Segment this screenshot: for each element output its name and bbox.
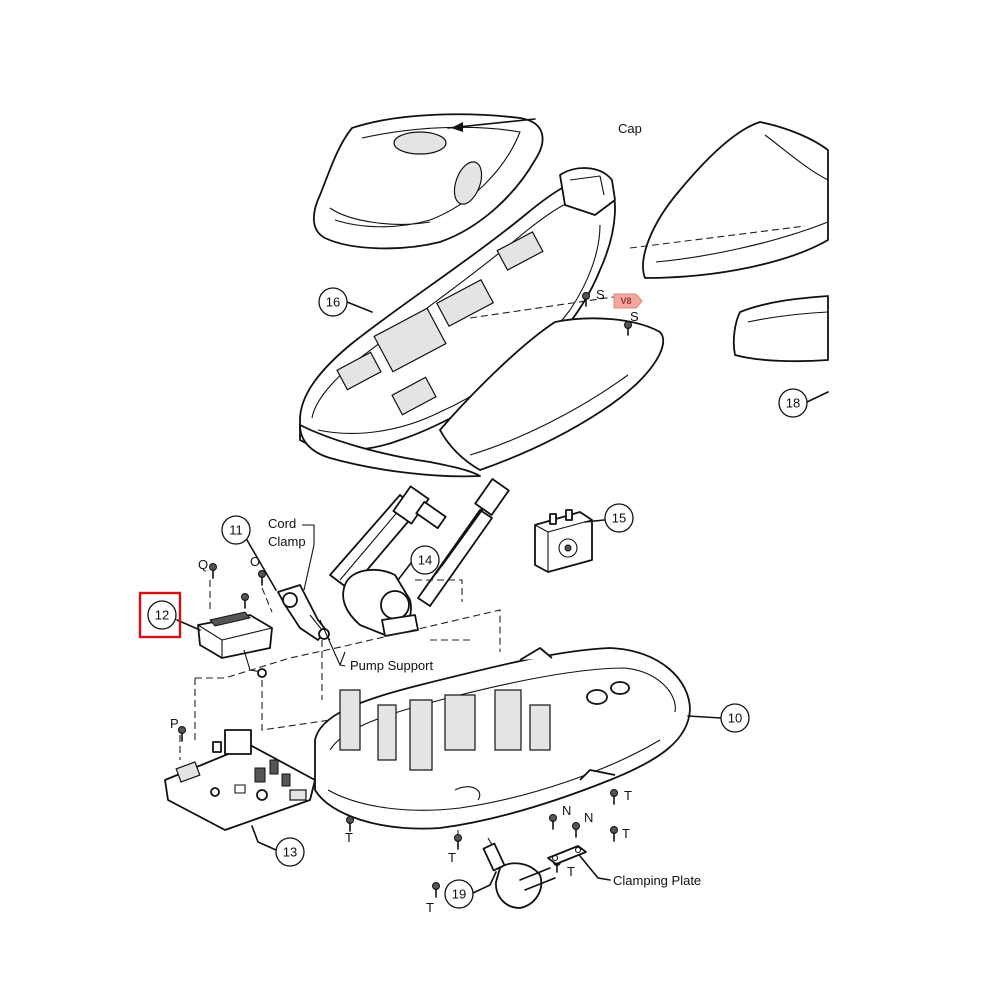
svg-text:14: 14 xyxy=(418,553,432,568)
svg-text:T: T xyxy=(622,826,630,841)
svg-text:S: S xyxy=(630,309,639,324)
svg-text:16: 16 xyxy=(326,295,340,310)
screw-t3: T xyxy=(426,882,440,915)
callout-11: 11 xyxy=(221,515,277,591)
part-12-bracket xyxy=(197,611,273,678)
svg-text:O: O xyxy=(250,554,260,569)
callout-12: 12 xyxy=(147,600,201,631)
svg-text:18: 18 xyxy=(786,396,800,411)
part-16 xyxy=(299,167,616,478)
svg-text:Pump Support: Pump Support xyxy=(350,658,433,673)
callout-16: 16 xyxy=(318,287,373,317)
svg-text:19: 19 xyxy=(452,887,466,902)
svg-text:15: 15 xyxy=(612,511,626,526)
svg-text:Cord: Cord xyxy=(268,516,296,531)
screw-s2: S xyxy=(624,309,639,336)
svg-text:13: 13 xyxy=(283,845,297,860)
svg-text:12: 12 xyxy=(155,608,169,623)
v8-badge: V8 xyxy=(613,293,643,309)
svg-text:T: T xyxy=(426,900,434,915)
cap-part xyxy=(312,113,544,250)
cap-arrow-head xyxy=(451,122,463,132)
svg-text:P: P xyxy=(170,716,179,731)
svg-text:10: 10 xyxy=(728,711,742,726)
svg-text:T: T xyxy=(345,830,353,845)
callout-15: 15 xyxy=(584,503,634,533)
svg-text:11: 11 xyxy=(229,523,243,538)
screw-s1: S xyxy=(582,287,605,307)
cap-label: Cap xyxy=(618,121,642,136)
screw-t2: T xyxy=(448,834,462,865)
svg-text:Clamp: Clamp xyxy=(268,534,306,549)
svg-text:Q: Q xyxy=(198,557,208,572)
callout-19: 19 xyxy=(444,871,497,909)
lower-plate xyxy=(439,317,665,471)
pump-support-label: Pump Support xyxy=(319,619,433,673)
callout-14: 14 xyxy=(397,545,440,581)
svg-text:S: S xyxy=(596,287,605,302)
part-13-pcb xyxy=(164,729,316,831)
cord-clamp-label: Cord Clamp xyxy=(268,516,315,591)
svg-text:V8: V8 xyxy=(620,296,631,306)
part-19-plug xyxy=(482,837,556,909)
screw-t4: T xyxy=(610,788,632,805)
screw-q: Q xyxy=(198,557,217,579)
part-18 xyxy=(629,121,829,363)
svg-text:N: N xyxy=(584,810,593,825)
callout-10: 10 xyxy=(687,703,750,733)
callout-18: 18 xyxy=(778,388,829,418)
clamping-plate-label: Clamping Plate xyxy=(613,873,701,888)
callout-13: 13 xyxy=(251,825,305,867)
part-11-cord-clamp xyxy=(277,584,331,641)
screw-n2: N xyxy=(572,810,593,838)
svg-text:T: T xyxy=(567,864,575,879)
callout-12-highlight xyxy=(138,591,182,639)
part-15-switch xyxy=(534,509,593,573)
clamping-plate xyxy=(547,845,611,881)
svg-text:N: N xyxy=(562,803,571,818)
svg-text:T: T xyxy=(624,788,632,803)
screw-n1: N xyxy=(549,803,571,830)
svg-text:T: T xyxy=(448,850,456,865)
part-10-base xyxy=(314,647,691,830)
screw-o: O xyxy=(250,554,266,586)
screw-t5: T xyxy=(610,826,630,842)
screw-p: P xyxy=(170,716,186,742)
screw-t1: T xyxy=(345,816,354,845)
